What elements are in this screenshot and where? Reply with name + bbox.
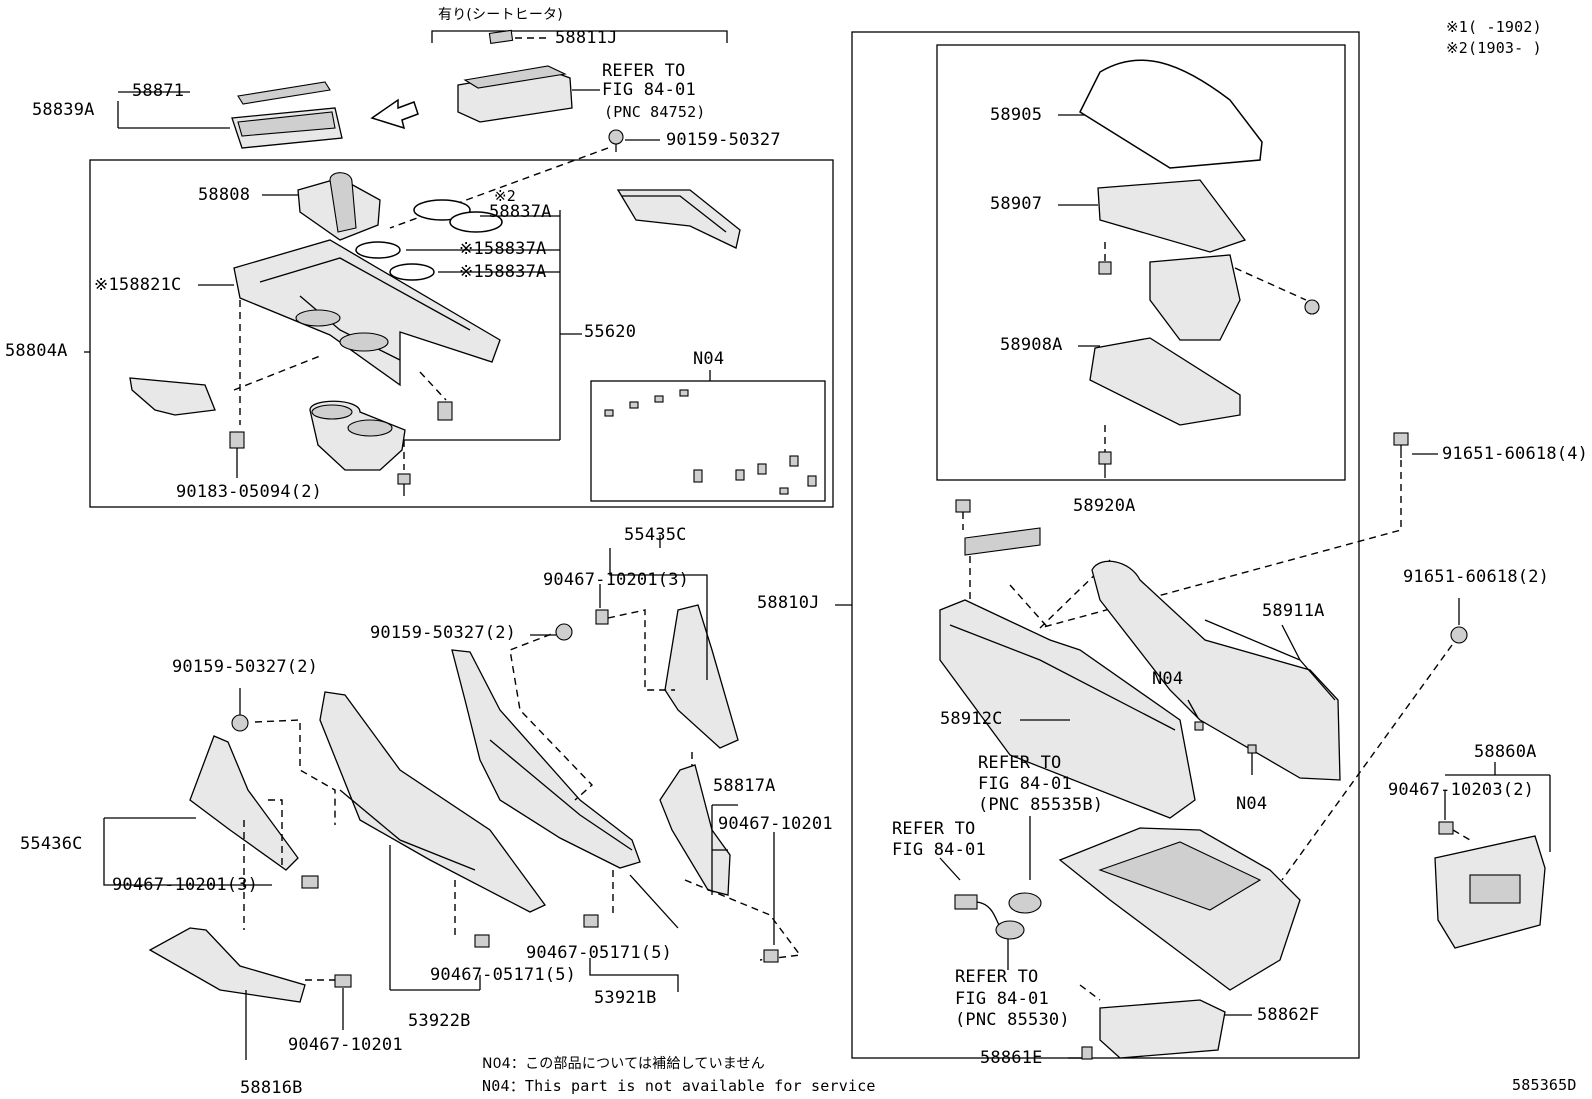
label-58816B: 58816B [240, 1078, 303, 1098]
label-58908A: 58908A [1000, 335, 1063, 355]
diagram-id: 585365D [1512, 1076, 1577, 1094]
label-refer2-pnc: (PNC 85535B) [978, 795, 1104, 815]
label-refer1-pnc: (PNC 84752) [604, 103, 706, 121]
label-n04-b: N04 [1236, 794, 1268, 814]
part-55620-trim [616, 189, 741, 249]
part-55436C [189, 735, 299, 871]
label-58905: 58905 [990, 105, 1043, 125]
label-58861E: 58861E [980, 1048, 1043, 1068]
part-58821C [233, 239, 501, 387]
label-90159-50327-top: 90159-50327 [666, 130, 781, 150]
label-90159-50327-2b: 90159-50327(2) [172, 657, 319, 677]
label-58821C: ※158821C [94, 275, 182, 295]
label-58907: 58907 [990, 194, 1043, 214]
label-n04-a: N04 [1152, 669, 1184, 689]
label-58920A: 58920A [1073, 496, 1136, 516]
label-91651-4: 91651-60618(4) [1442, 444, 1589, 464]
label-58912C: 58912C [940, 709, 1003, 729]
label-90467-10203: 90467-10203(2) [1388, 780, 1535, 800]
console-box-frame [851, 31, 1360, 1059]
label-refer4-a: REFER TO [955, 967, 1039, 987]
label-55435C: 55435C [624, 525, 687, 545]
label-90159-50327-2a: 90159-50327(2) [370, 623, 517, 643]
label-55436C: 55436C [20, 834, 83, 854]
label-refer3-b: FIG 84-01 [892, 840, 986, 860]
label-58808: 58808 [198, 185, 251, 205]
label-58811J: 58811J [555, 28, 618, 48]
label-90467-10201-3b: 90467-10201(3) [112, 875, 259, 895]
label-90467-05171-b: 90467-05171(5) [430, 965, 577, 985]
label-53922B: 53922B [408, 1011, 471, 1031]
label-58862F: 58862F [1257, 1005, 1320, 1025]
note-2: ※2(1903- ) [1446, 39, 1542, 57]
label-refer1-b: FIG 84-01 [602, 80, 696, 100]
label-refer2-b: FIG 84-01 [978, 774, 1072, 794]
label-91651-2: 91651-60618(2) [1403, 567, 1550, 587]
label-refer3-a: REFER TO [892, 819, 976, 839]
label-refer2-a: REFER TO [978, 753, 1062, 773]
footnote-en: N04：This part is not available for servi… [482, 1077, 876, 1095]
part-58816B [148, 927, 306, 1003]
label-refer4-b: FIG 84-01 [955, 989, 1049, 1009]
label-58871: 58871 [132, 81, 185, 101]
footnote-jp: N04：この部品については補給していません [482, 1056, 765, 1072]
label-58839A: 58839A [32, 100, 95, 120]
label-90467-10201-b: 90467-10201 [288, 1035, 403, 1055]
part-58905-lid [1079, 59, 1263, 169]
label-refer1-a: REFER TO [602, 61, 686, 81]
label-58837A-3: ※158837A [459, 262, 547, 282]
label-58804A: 58804A [5, 341, 68, 361]
note-1: ※1( -1902) [1446, 18, 1542, 36]
label-90467-10201-3a: 90467-10201(3) [543, 570, 690, 590]
upper-console-frame [89, 159, 834, 508]
label-53921B: 53921B [594, 988, 657, 1008]
label-58911A: 58911A [1262, 601, 1325, 621]
part-58907 [1097, 179, 1247, 253]
label-58817A: 58817A [713, 776, 776, 796]
label-90467-10201-a: 90467-10201 [718, 814, 833, 834]
part-53921B [451, 649, 641, 869]
label-58810J: 58810J [757, 593, 820, 613]
label-58837A-1: 58837A [489, 202, 552, 222]
part-58862F [1099, 999, 1226, 1059]
label-55620: 55620 [584, 322, 637, 342]
armrest-frame [936, 44, 1346, 481]
part-58871 [237, 81, 331, 105]
label-58837A-2: ※158837A [459, 239, 547, 259]
part-58912C [939, 599, 1196, 819]
label-90467-05171-a: 90467-05171(5) [526, 943, 673, 963]
label-m2: ※2 [494, 187, 516, 205]
label-58860A: 58860A [1474, 742, 1537, 762]
part-58911A [1091, 560, 1341, 781]
label-heater-option: 有り(シートヒータ) [438, 7, 563, 23]
part-55435C [664, 604, 739, 749]
part-58908A [1089, 337, 1241, 426]
label-90183-05094: 90183-05094(2) [176, 482, 323, 502]
part-53922B [319, 691, 546, 913]
label-refer4-pnc: (PNC 85530) [955, 1010, 1070, 1030]
direction-arrow [370, 98, 419, 130]
shift-mechanism-bracket [129, 377, 216, 416]
label-n04-box: N04 [693, 349, 725, 369]
n04-clip-frame [590, 380, 826, 502]
